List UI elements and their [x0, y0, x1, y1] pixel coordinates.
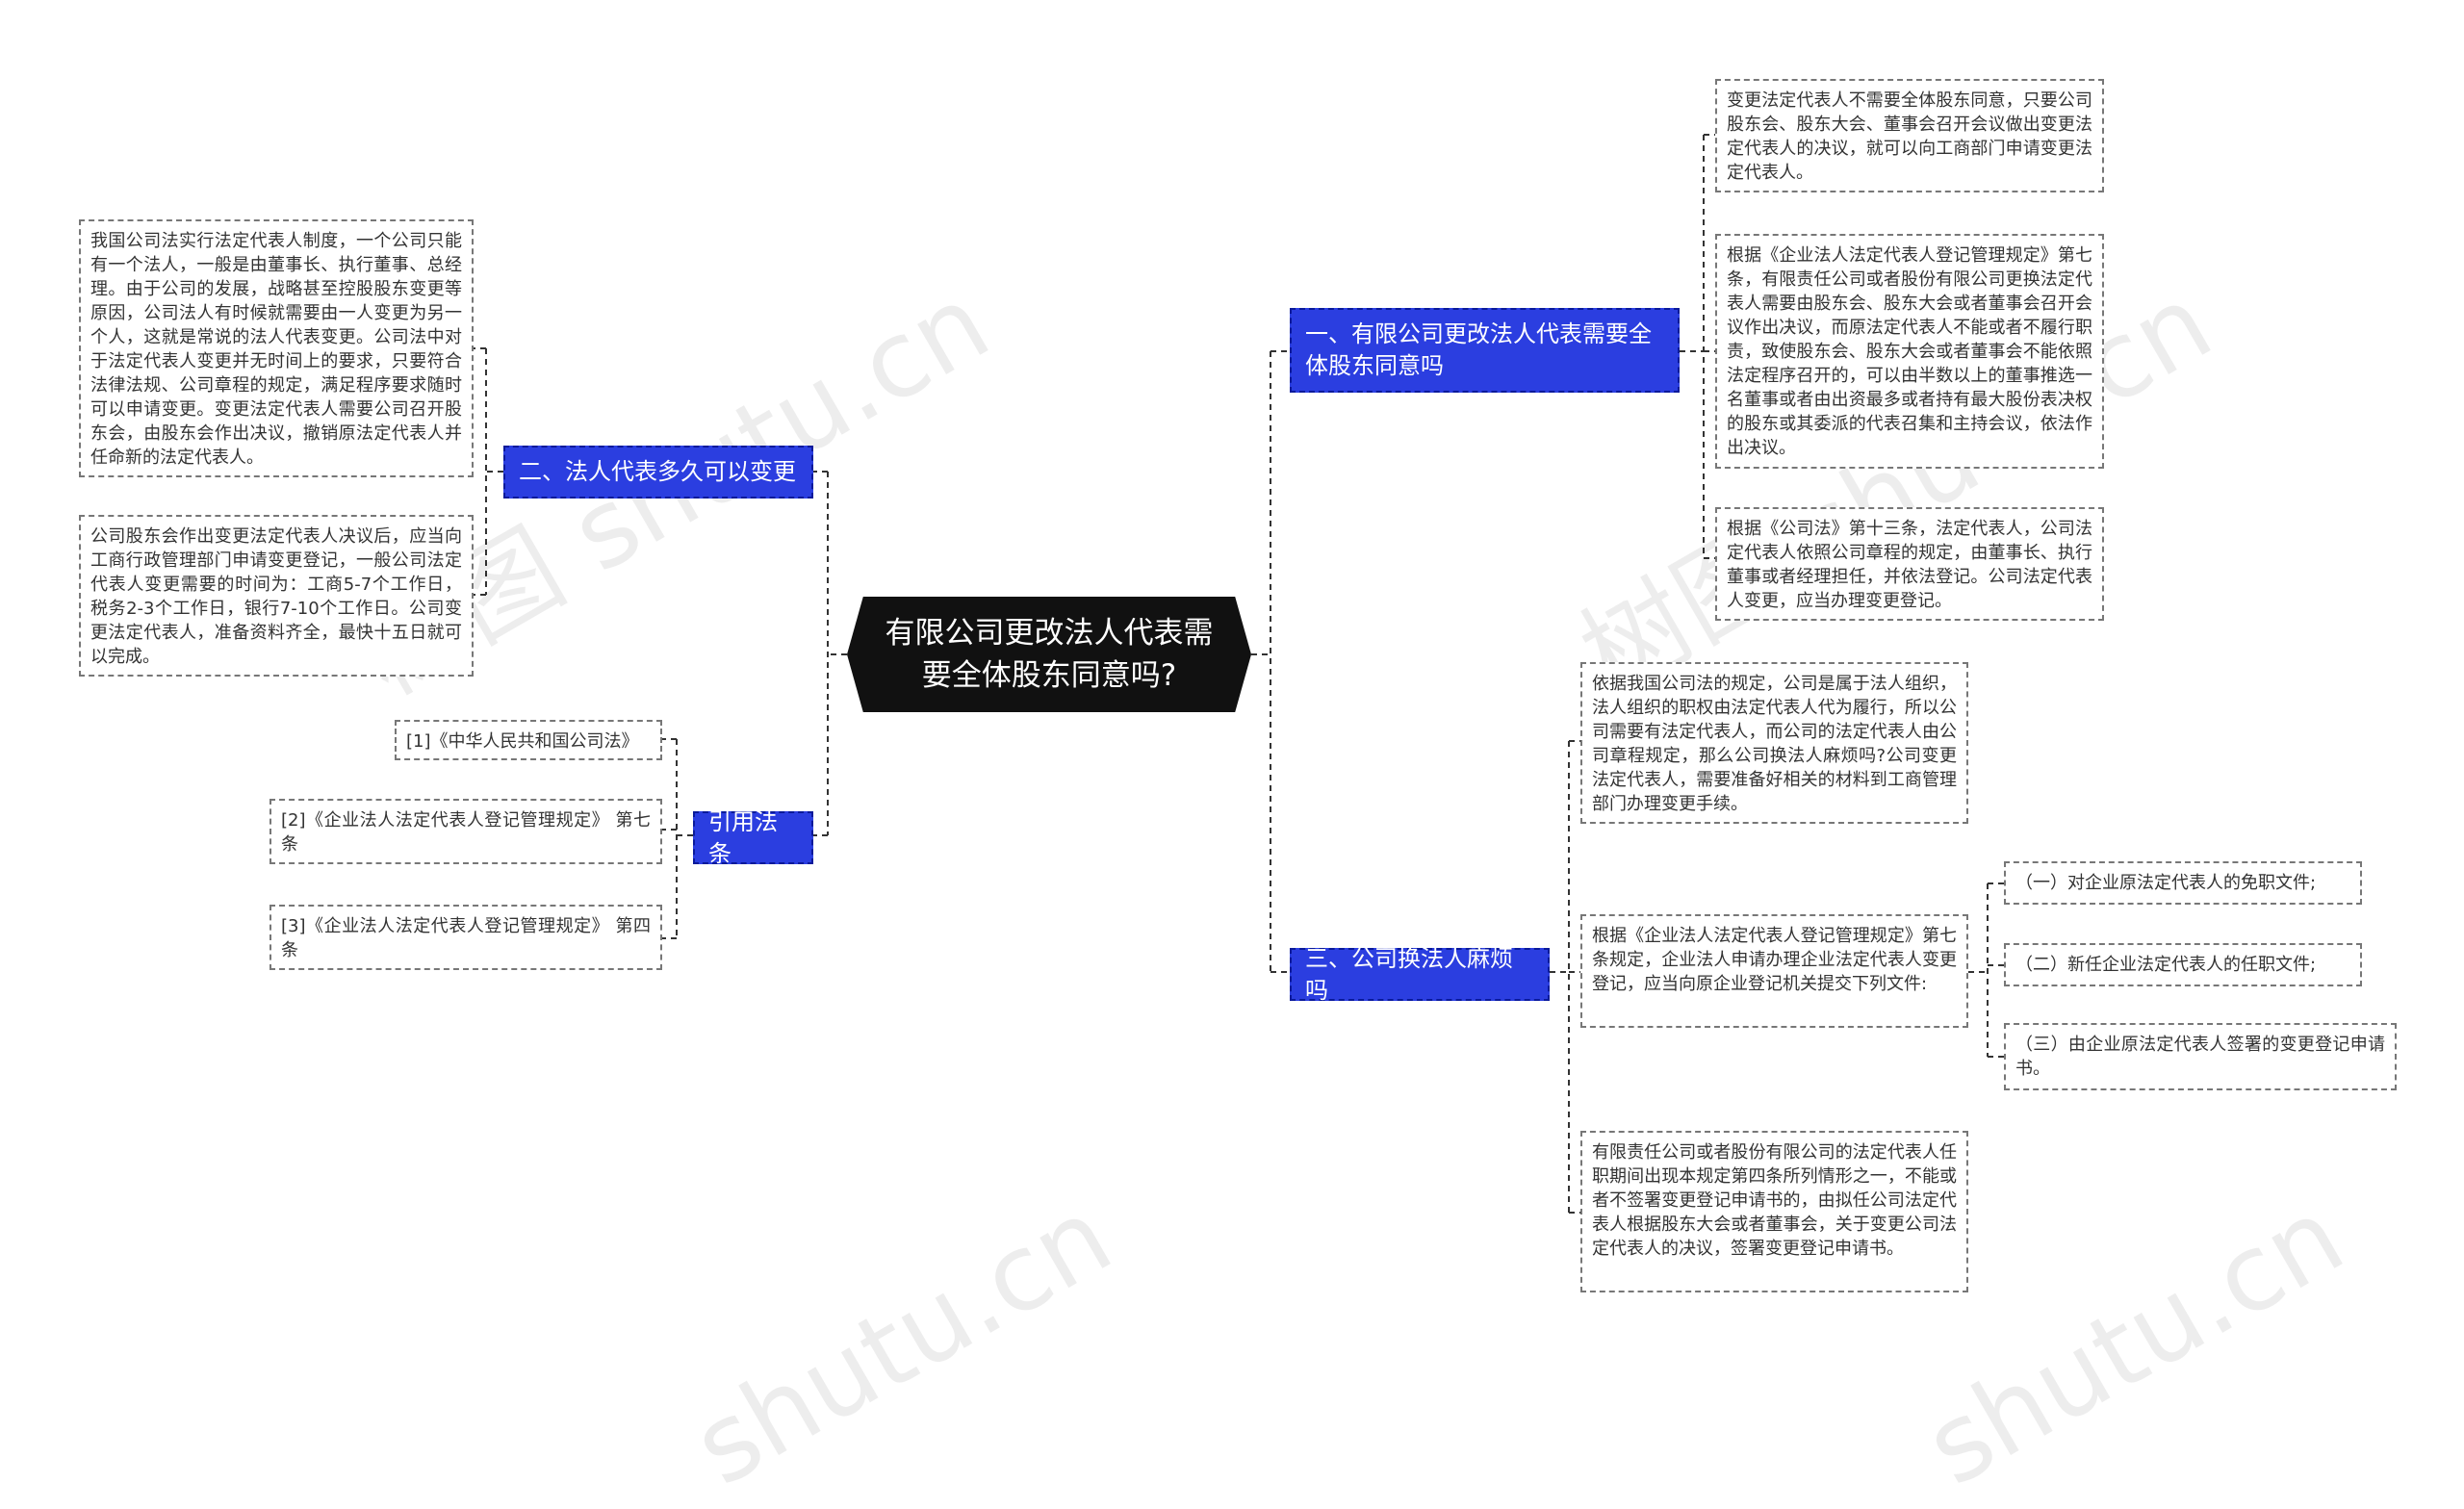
leaf-node-text: 有限责任公司或者股份有限公司的法定代表人任职期间出现本规定第四条所列情形之一，不… [1592, 1142, 1957, 1259]
leaf-node[interactable]: 根据《公司法》第十三条，法定代表人，公司法定代表人依照公司章程的规定，由董事长、… [1715, 507, 2104, 621]
leaf-node[interactable]: 公司股东会作出变更法定代表人决议后，应当向工商行政管理部门申请变更登记，一般公司… [79, 515, 474, 677]
leaf-node-text: 我国公司法实行法定代表人制度，一个公司只能有一个法人，一般是由董事长、执行董事、… [90, 231, 462, 468]
branch-node-label: 一、有限公司更改法人代表需要全体股东同意吗 [1305, 320, 1652, 379]
branch-node-change-timing[interactable]: 二、法人代表多久可以变更 [503, 446, 813, 499]
leaf-node-text: 根据《企业法人法定代表人登记管理规定》第七条，有限责任公司或者股份有限公司更换法… [1727, 245, 2092, 458]
leaf-node[interactable]: 变更法定代表人不需要全体股东同意，只要公司股东会、股东大会、董事会召开会议做出变… [1715, 79, 2104, 192]
branch-node-hassle[interactable]: 三、公司换法人麻烦吗 [1290, 945, 1550, 1004]
subleaf-node[interactable]: （三）由企业原法定代表人签署的变更登记申请书。 [2004, 1023, 2397, 1090]
root-node[interactable]: 有限公司更改法人代表需要全体股东同意吗? [847, 597, 1251, 712]
leaf-node[interactable]: [1]《中华人民共和国公司法》 [395, 720, 662, 760]
leaf-node[interactable]: [2]《企业法人法定代表人登记管理规定》 第七条 [270, 799, 662, 864]
leaf-node-text: [2]《企业法人法定代表人登记管理规定》 第七条 [281, 810, 651, 855]
subleaf-node-text: （二）新任企业法定代表人的任职文件; [2015, 955, 2317, 975]
subleaf-node[interactable]: （一）对企业原法定代表人的免职文件; [2004, 861, 2362, 905]
leaf-node-text: 变更法定代表人不需要全体股东同意，只要公司股东会、股东大会、董事会召开会议做出变… [1727, 90, 2092, 183]
leaf-node-text: 根据《企业法人法定代表人登记管理规定》第七条规定，企业法人申请办理企业法定代表人… [1592, 926, 1957, 994]
leaf-node[interactable]: 依据我国公司法的规定，公司是属于法人组织，法人组织的职权由法定代表人代为履行，所… [1580, 662, 1968, 824]
branch-node-label: 引用法条 [708, 807, 778, 867]
leaf-node[interactable]: 根据《企业法人法定代表人登记管理规定》第七条，有限责任公司或者股份有限公司更换法… [1715, 234, 2104, 469]
leaf-node[interactable]: 我国公司法实行法定代表人制度，一个公司只能有一个法人，一般是由董事长、执行董事、… [79, 219, 474, 477]
connector-lines [474, 134, 2004, 1214]
leaf-node[interactable]: [3]《企业法人法定代表人登记管理规定》 第四条 [270, 905, 662, 970]
subleaf-node[interactable]: （二）新任企业法定代表人的任职文件; [2004, 943, 2362, 986]
leaf-node[interactable]: 有限责任公司或者股份有限公司的法定代表人任职期间出现本规定第四条所列情形之一，不… [1580, 1131, 1968, 1292]
leaf-node-text: [3]《企业法人法定代表人登记管理规定》 第四条 [281, 916, 651, 960]
leaf-node-text: 依据我国公司法的规定，公司是属于法人组织，法人组织的职权由法定代表人代为履行，所… [1592, 674, 1957, 814]
leaf-node-text: 公司股东会作出变更法定代表人决议后，应当向工商行政管理部门申请变更登记，一般公司… [90, 526, 462, 667]
branch-node-citations[interactable]: 引用法条 [693, 808, 813, 867]
leaf-node-text: [1]《中华人民共和国公司法》 [406, 731, 639, 752]
leaf-node-text: 根据《公司法》第十三条，法定代表人，公司法定代表人依照公司章程的规定，由董事长、… [1727, 519, 2092, 611]
branch-node-label: 二、法人代表多久可以变更 [519, 458, 796, 485]
mindmap-canvas: 树图 shutu.cn 树图 shutu.cn shutu.cn shutu.c… [79, 79, 2397, 1509]
branch-node-label: 三、公司换法人麻烦吗 [1305, 944, 1513, 1004]
root-node-label: 有限公司更改法人代表需要全体股东同意吗? [885, 616, 1214, 693]
branch-node-shareholder-consent[interactable]: 一、有限公司更改法人代表需要全体股东同意吗 [1290, 308, 1680, 393]
leaf-node[interactable]: 根据《企业法人法定代表人登记管理规定》第七条规定，企业法人申请办理企业法定代表人… [1580, 914, 1968, 1028]
subleaf-node-text: （一）对企业原法定代表人的免职文件; [2015, 873, 2317, 893]
subleaf-node-text: （三）由企业原法定代表人签署的变更登记申请书。 [2015, 1035, 2385, 1079]
